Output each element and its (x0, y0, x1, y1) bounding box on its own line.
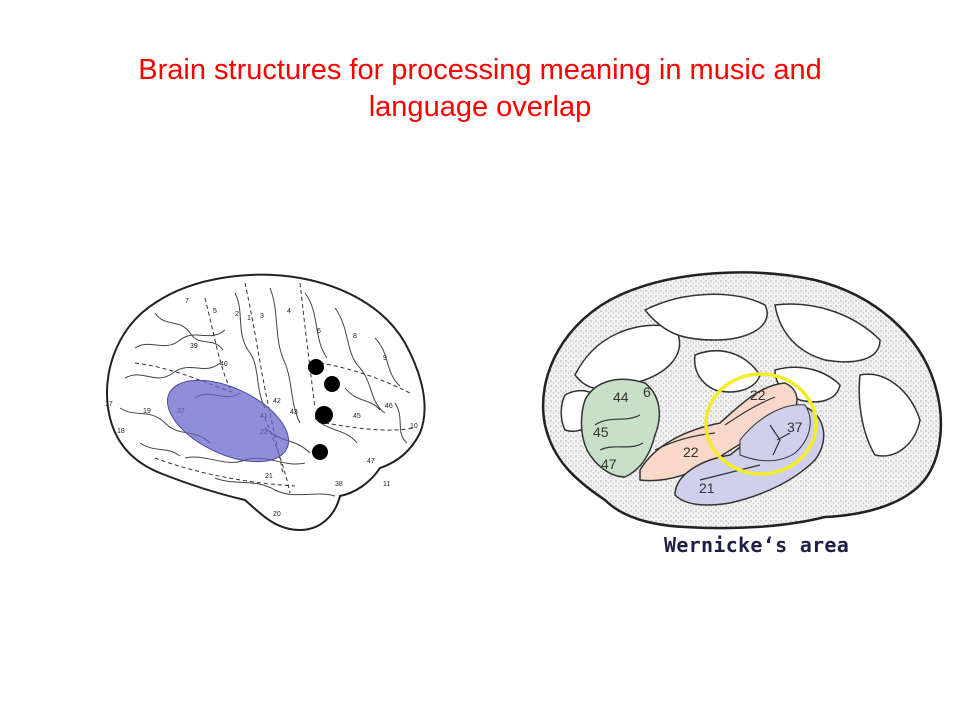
area-label-3: 3 (260, 313, 264, 320)
area-44-label: 44 (613, 389, 629, 405)
area-22-lower-label: 22 (683, 444, 699, 460)
frontal-marker-dot-3 (315, 406, 333, 424)
area-45-label: 45 (593, 424, 609, 440)
area-6-label: 6 (643, 384, 651, 400)
area-label-38: 38 (335, 481, 343, 488)
area-label-43: 43 (290, 409, 298, 416)
area-label-7: 7 (185, 298, 189, 305)
title-line-1: Brain structures for processing meaning … (138, 54, 822, 86)
area-label-5: 5 (213, 308, 217, 315)
frontal-marker-dot-1 (308, 359, 324, 375)
area-37-label: 37 (787, 419, 803, 435)
area-label-1: 1 (247, 315, 251, 322)
left-temporal-highlight (166, 379, 290, 463)
wernicke-area-caption: Wernicke‘s area (664, 533, 850, 557)
slide-title: Brain structures for processing meaning … (40, 52, 920, 126)
right-brain-area-numbers: 44 6 45 47 22 22 37 21 (593, 384, 803, 496)
area-21-label: 21 (699, 480, 715, 496)
area-label-39: 39 (190, 343, 198, 350)
area-label-21: 21 (265, 473, 273, 480)
left-brain-brodmann-diagram: 7 5 2 1 3 4 6 8 9 10 11 18 17 19 39 40 4… (105, 273, 426, 532)
area-label-6: 6 (317, 328, 321, 335)
area-label-46: 46 (385, 403, 393, 410)
area-label-19: 19 (143, 408, 151, 415)
frontal-marker-dot-4 (312, 444, 328, 460)
area-label-42: 42 (273, 398, 281, 405)
wernicke-area-circle (704, 372, 818, 476)
right-brain-sulci (594, 396, 791, 481)
area-label-4: 4 (287, 308, 291, 315)
area-label-18: 18 (117, 428, 125, 435)
area-label-2: 2 (235, 311, 239, 318)
broca-area-region (580, 378, 661, 478)
area-47-label: 47 (601, 456, 617, 472)
area-label-45: 45 (353, 413, 361, 420)
area-label-17: 17 (105, 401, 113, 408)
right-brain-language-diagram: 44 6 45 47 22 22 37 21 (541, 271, 943, 530)
area-label-40: 40 (220, 361, 228, 368)
area-label-20: 20 (273, 511, 281, 518)
area-label-8: 8 (353, 333, 357, 340)
area-label-10: 10 (410, 423, 418, 430)
left-brain-outline (106, 273, 426, 532)
area-22-upper-label: 22 (750, 387, 766, 403)
title-line-2: language overlap (368, 91, 592, 123)
area-label-9: 9 (383, 355, 387, 362)
area-label-11: 11 (383, 481, 390, 488)
area-label-47: 47 (367, 458, 375, 465)
frontal-marker-dot-2 (324, 376, 340, 392)
